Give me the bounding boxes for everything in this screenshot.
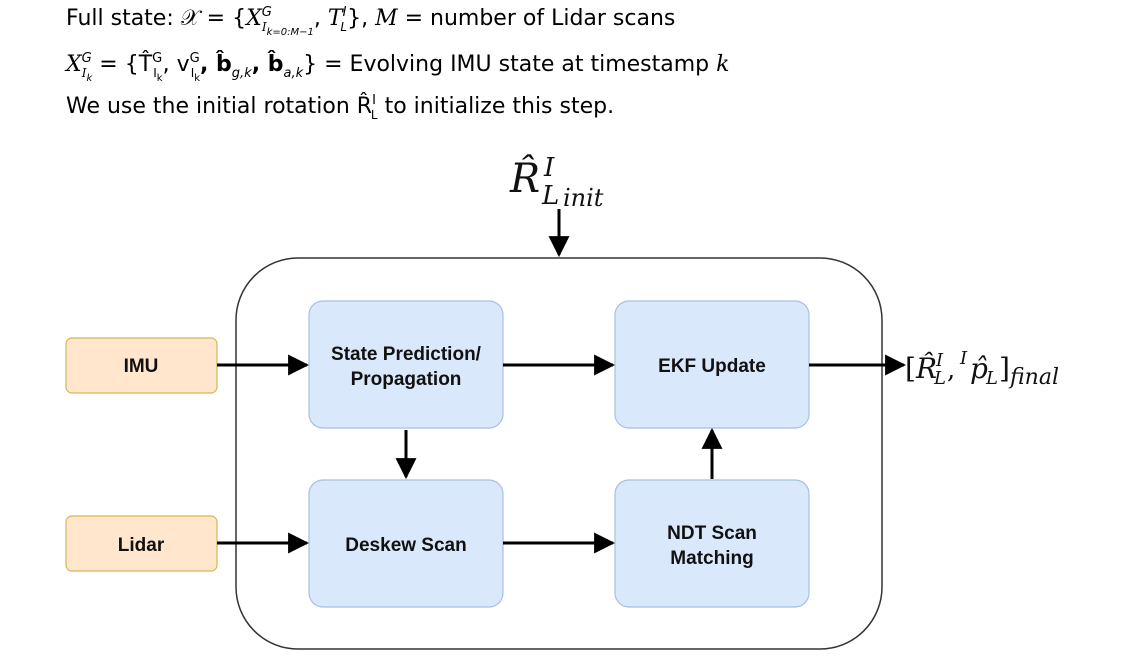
line2-tail: } = Evolving IMU state at timestamp [303, 52, 717, 77]
block-state-prediction-line2: Propagation [351, 369, 462, 390]
close-brace: }, [347, 6, 376, 31]
output-p-sub: L [985, 368, 998, 389]
input-imu-label: IMU [124, 356, 159, 377]
header-line-3: We use the initial rotation R̂IL to init… [66, 93, 615, 123]
bg-sub: g,k [231, 66, 252, 81]
t-hat: T̂ [138, 52, 153, 77]
output-close-bracket: ] [999, 352, 1010, 385]
v-sub-group: Ik [190, 66, 200, 84]
header-line-2: XGIk = {T̂GIk, vGIk, b̂g,k, b̂a,k} = Evo… [66, 51, 730, 84]
input-lidar-label: Lidar [118, 535, 165, 556]
t-sub: L [340, 20, 348, 34]
x-sup-2: G [81, 51, 92, 66]
x-sub2: k=0:M−1 [266, 27, 314, 38]
t-hat-sub: I [153, 66, 157, 80]
init-r-sub: L [541, 181, 559, 211]
output-p-hat: p̂ [970, 352, 988, 385]
block-ndt-line1: NDT Scan [667, 523, 757, 544]
ba-sub: a,k [283, 66, 304, 81]
text-full-state: Full state: [66, 6, 181, 31]
output-sep: , [947, 355, 955, 385]
x-sub: I [261, 20, 267, 34]
output-p-pre: I [959, 348, 968, 369]
output-r-sub: L [933, 368, 946, 389]
m-var: M [375, 6, 398, 31]
input-imu: IMU [65, 337, 218, 394]
r-hat: R̂ [356, 94, 373, 119]
t-hat-sub-group: Ik [153, 66, 162, 84]
header-line-1: Full state: 𝒳 = {XGIk=0:M−1, TIL}, M = n… [66, 5, 676, 38]
block-ndt-line2: Matching [670, 548, 753, 569]
output-label: [ R̂ I L , I p̂ L ] final [905, 348, 1059, 390]
t-hat-sub2: k [156, 73, 163, 84]
v-sub: I [190, 66, 195, 80]
v-sub2: k [194, 73, 201, 84]
init-r-subsub: init [563, 184, 604, 212]
block-ndt-scan-matching: NDT Scan Matching [614, 479, 810, 608]
block-deskew-scan-label: Deskew Scan [345, 535, 466, 556]
output-final-sub: final [1008, 365, 1059, 390]
x-sub2-2: k [86, 73, 93, 84]
v-var: , v [162, 52, 190, 77]
input-lidar: Lidar [65, 515, 218, 572]
x-sub-group: Ik=0:M−1 [261, 20, 314, 38]
init-r-sup: I [543, 153, 555, 183]
r-sup: I [372, 93, 376, 108]
ba-hat: , b̂ [251, 52, 284, 77]
k-var: k [716, 52, 730, 77]
line1-tail: = number of Lidar scans [397, 6, 676, 31]
block-ekf-update: EKF Update [614, 300, 810, 429]
comma: , [313, 6, 328, 31]
x-var-2: X [66, 52, 82, 77]
t-sup: I [342, 5, 347, 20]
r-sub: L [370, 108, 378, 122]
output-r-sup: I [935, 350, 944, 371]
t-hat-sup: G [152, 51, 163, 66]
output-r-hat: R̂ [915, 352, 937, 385]
block-ekf-update-label: EKF Update [658, 356, 766, 377]
x-sub-2: I [81, 66, 87, 80]
output-open-bracket: [ [905, 352, 916, 385]
init-rotation-label: R̂ I L init [509, 153, 604, 212]
line3-prefix: We use the initial rotation [66, 94, 357, 119]
init-r-hat: R̂ [509, 156, 540, 202]
x-var: X [246, 6, 262, 31]
state-symbol: 𝒳 [180, 6, 200, 31]
t-var: T [327, 6, 343, 31]
x-sub-group-2: Ik [81, 66, 93, 84]
block-deskew-scan: Deskew Scan [308, 479, 504, 608]
block-state-prediction: State Prediction/ Propagation [308, 300, 504, 429]
eq-text-2: = { [92, 52, 139, 77]
v-sup: G [189, 51, 200, 66]
line3-tail: to initialize this step. [377, 94, 615, 119]
block-state-prediction-line1: State Prediction/ [331, 344, 482, 365]
eq-text: = { [199, 6, 247, 31]
x-sup: G [261, 5, 272, 20]
bg-hat: , b̂ [200, 52, 232, 77]
